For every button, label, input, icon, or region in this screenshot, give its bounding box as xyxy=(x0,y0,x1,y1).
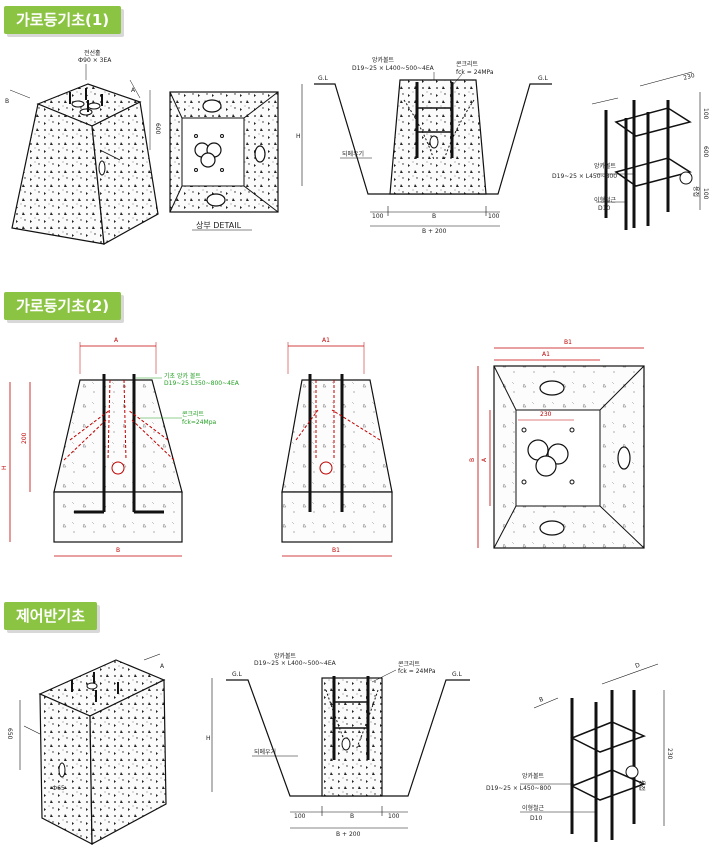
s2-side-a1: A1 xyxy=(322,337,330,344)
s1-iso-pedestal xyxy=(9,64,159,245)
s1-plan-caption: 상부 DETAIL xyxy=(196,220,242,230)
s2-front-concrete-spec: fck=24Mpa xyxy=(182,419,217,426)
s2-front-concrete: 콘크리트 xyxy=(182,410,205,418)
s1-section-concrete-spec: fck = 24MPa xyxy=(456,69,494,76)
s3-cage-230: 230 xyxy=(666,748,673,760)
s2-side-elevation xyxy=(281,342,393,557)
s1-cage-top: 230 xyxy=(683,72,696,82)
s1-cage-weld: 용접 xyxy=(692,186,700,197)
section-tab-control-panel: 제어반기초 xyxy=(4,602,98,630)
s1-section-concrete: 콘크리트 xyxy=(456,60,479,68)
s3-section-gl-right: G.L xyxy=(452,671,463,678)
s3-section-d100b: 100 xyxy=(388,813,400,820)
s3-section-concrete-spec: fck = 24MPa xyxy=(398,668,436,675)
s2-plan-230: 230 xyxy=(540,411,552,418)
s2-front-a: A xyxy=(114,337,119,344)
s1-plan-detail xyxy=(169,91,279,213)
s1-section-backfill: 되메우기 xyxy=(342,150,364,158)
s1-section-b: B xyxy=(432,213,436,220)
s2-plan-b: B xyxy=(469,458,476,462)
s3-section-gl-left: G.L xyxy=(232,671,243,678)
s1-iso-hole-label: 전선홀 xyxy=(84,49,101,57)
s3-section-b: B xyxy=(350,813,354,820)
s3-section-h: H xyxy=(206,735,211,742)
s3-rebar-cage xyxy=(520,663,665,842)
s3-section-concrete: 콘크리트 xyxy=(398,660,421,668)
s3-section-bolt-spec: D19~25 × L400~500~4EA xyxy=(254,660,337,667)
s2-plan-b1: B1 xyxy=(564,339,572,346)
s1-cage-bolt-spec: D19~25 × L450~800 xyxy=(552,173,617,180)
s2-front-h: H xyxy=(1,465,8,470)
s2-front-elevation xyxy=(9,342,183,557)
s2-plan-a: A xyxy=(481,457,488,462)
s2-plan xyxy=(477,347,645,549)
s2-side-b1: B1 xyxy=(332,547,340,554)
section-tab-streetlight-1: 가로등기초(1) xyxy=(4,6,122,34)
s2-front-b: B xyxy=(116,547,120,554)
s1-cage-d100t: 100 xyxy=(702,108,709,120)
s1-section-d100b: 100 xyxy=(488,213,500,220)
s2-front-bolt-spec: D19~25 L350~800~4EA xyxy=(164,380,240,387)
s3-cage-bar-spec: D10 xyxy=(530,815,542,822)
s3-section-d100a: 100 xyxy=(294,813,306,820)
s3-iso-hole: Ф65 xyxy=(52,785,65,792)
s3-cage-bolt-spec: D19~25 × L450~800 xyxy=(486,785,551,792)
s3-cage-weld: 용접 xyxy=(638,780,646,791)
s1-iso-dim-a: A xyxy=(131,87,136,94)
s1-cage-bar-spec: D10 xyxy=(598,205,610,212)
s1-section-bolt: 앙카볼트 xyxy=(372,56,395,64)
s1-section-cut xyxy=(301,72,552,227)
s3-cage-top: B xyxy=(538,696,544,704)
s2-front-h200: 200 xyxy=(21,432,28,444)
s1-section-bolt-spec: D19~25 × L400~500~4EA xyxy=(352,65,435,72)
s1-iso-height: 600 xyxy=(154,123,161,135)
s1-cage-bar: 이형철근 xyxy=(594,196,617,204)
s1-section-b200: B + 200 xyxy=(422,228,447,235)
s3-section-b200: B + 200 xyxy=(336,831,361,838)
s1-section-gl-right: G.L xyxy=(538,75,549,82)
s1-rebar-cage xyxy=(591,71,701,230)
s3-section-bolt: 앙카볼트 xyxy=(274,652,297,660)
s1-section-h: H xyxy=(296,133,301,140)
s2-front-bolt: 기초 앙카 볼트 xyxy=(164,372,201,380)
s1-iso-dim-b: B xyxy=(5,98,9,105)
s3-iso-a: A xyxy=(160,663,165,670)
s3-cage-d: D xyxy=(634,662,641,670)
section-tab-streetlight-2: 가로등기초(2) xyxy=(4,292,122,320)
s2-plan-a1: A1 xyxy=(542,351,550,358)
s1-cage-d600: 600 xyxy=(702,146,709,158)
s1-section-gl-left: G.L xyxy=(318,75,329,82)
s1-iso-hole-spec: Ф90 × 3EA xyxy=(78,57,112,64)
s3-iso-h: 650 xyxy=(6,728,13,740)
s3-section-backfill: 되메우기 xyxy=(254,748,276,756)
s3-iso-box xyxy=(19,653,167,845)
s1-section-d100a: 100 xyxy=(372,213,384,220)
s3-cage-bolt: 앙카볼트 xyxy=(522,772,545,780)
s1-cage-bolt: 앙카볼트 xyxy=(594,162,617,170)
s1-cage-d100b: 100 xyxy=(702,188,709,200)
s3-cage-bar: 이형철근 xyxy=(522,804,545,812)
s3-section-cut xyxy=(211,669,470,829)
